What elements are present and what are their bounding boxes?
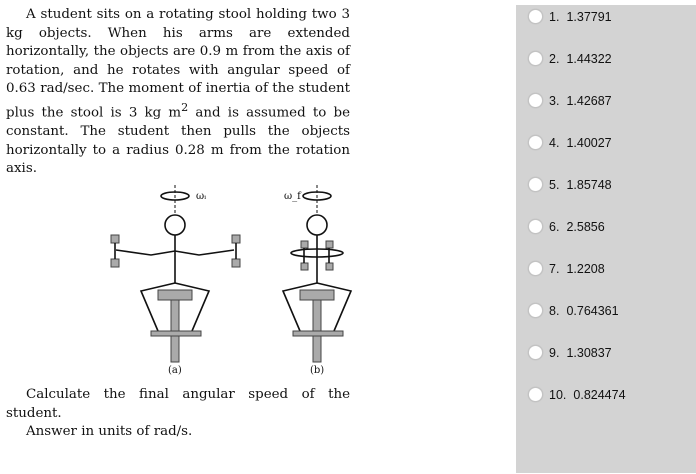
option-number: 8.: [549, 303, 560, 318]
option-number: 7.: [549, 261, 560, 276]
omega-initial-label: ωᵢ: [196, 191, 206, 202]
option-value: 1.40027: [566, 135, 612, 150]
student-stool-figure: ωᵢ (a) ω_f (b): [110, 185, 353, 375]
radio-button[interactable]: [528, 51, 543, 66]
radio-button[interactable]: [528, 177, 543, 192]
option-number: 6.: [549, 219, 560, 234]
problem-text-end: and is assumed to be constant. The stude…: [6, 105, 350, 177]
question-text: A student sits on a rotating stool holdi…: [6, 6, 350, 179]
option-5[interactable]: 5. 1.85748: [528, 177, 612, 192]
problem-text: A student sits on a rotating stool holdi…: [6, 7, 350, 121]
option-1[interactable]: 1. 1.37791: [528, 9, 612, 24]
radio-button[interactable]: [528, 93, 543, 108]
option-number: 9.: [549, 345, 560, 360]
radio-button[interactable]: [528, 345, 543, 360]
option-number: 3.: [549, 93, 560, 108]
option-value: 1.2208: [566, 261, 605, 276]
figure-label-a: (a): [168, 365, 182, 375]
option-value: 1.30837: [566, 345, 612, 360]
option-4[interactable]: 4. 1.40027: [528, 135, 612, 150]
option-3[interactable]: 3. 1.42687: [528, 93, 612, 108]
option-8[interactable]: 8. 0.764361: [528, 303, 619, 318]
option-value: 0.764361: [566, 303, 619, 318]
option-10[interactable]: 10. 0.824474: [528, 387, 626, 402]
radio-button[interactable]: [528, 261, 543, 276]
option-value: 2.5856: [566, 219, 605, 234]
option-number: 2.: [549, 51, 560, 66]
radio-button[interactable]: [528, 135, 543, 150]
radio-button[interactable]: [528, 219, 543, 234]
radio-button[interactable]: [528, 303, 543, 318]
option-7[interactable]: 7. 1.2208: [528, 261, 605, 276]
figure-label-b: (b): [310, 365, 324, 375]
option-2[interactable]: 2. 1.44322: [528, 51, 612, 66]
question-prompt: Calculate the final angular speed of the…: [6, 386, 350, 442]
option-number: 10.: [549, 387, 567, 402]
option-value: 1.44322: [566, 51, 612, 66]
option-number: 5.: [549, 177, 560, 192]
option-value: 0.824474: [573, 387, 626, 402]
option-9[interactable]: 9. 1.30837: [528, 345, 612, 360]
radio-button[interactable]: [528, 9, 543, 24]
option-value: 1.85748: [566, 177, 612, 192]
omega-final-label: ω_f: [284, 191, 302, 202]
problem-statement: A student sits on a rotating stool holdi…: [6, 6, 350, 179]
option-value: 1.37791: [566, 9, 612, 24]
radio-button[interactable]: [528, 387, 543, 402]
option-value: 1.42687: [566, 93, 612, 108]
answer-options-panel: 1.1.37791 2.1.44322 3.1.42687 4.1.40027 …: [516, 5, 696, 473]
calculate-prompt: Calculate the final angular speed of the…: [6, 387, 350, 421]
units-instruction: Answer in units of rad/s.: [26, 424, 193, 440]
superscript: 2: [181, 100, 189, 114]
option-6[interactable]: 6. 2.5856: [528, 219, 605, 234]
option-number: 1.: [549, 9, 560, 24]
option-number: 4.: [549, 135, 560, 150]
